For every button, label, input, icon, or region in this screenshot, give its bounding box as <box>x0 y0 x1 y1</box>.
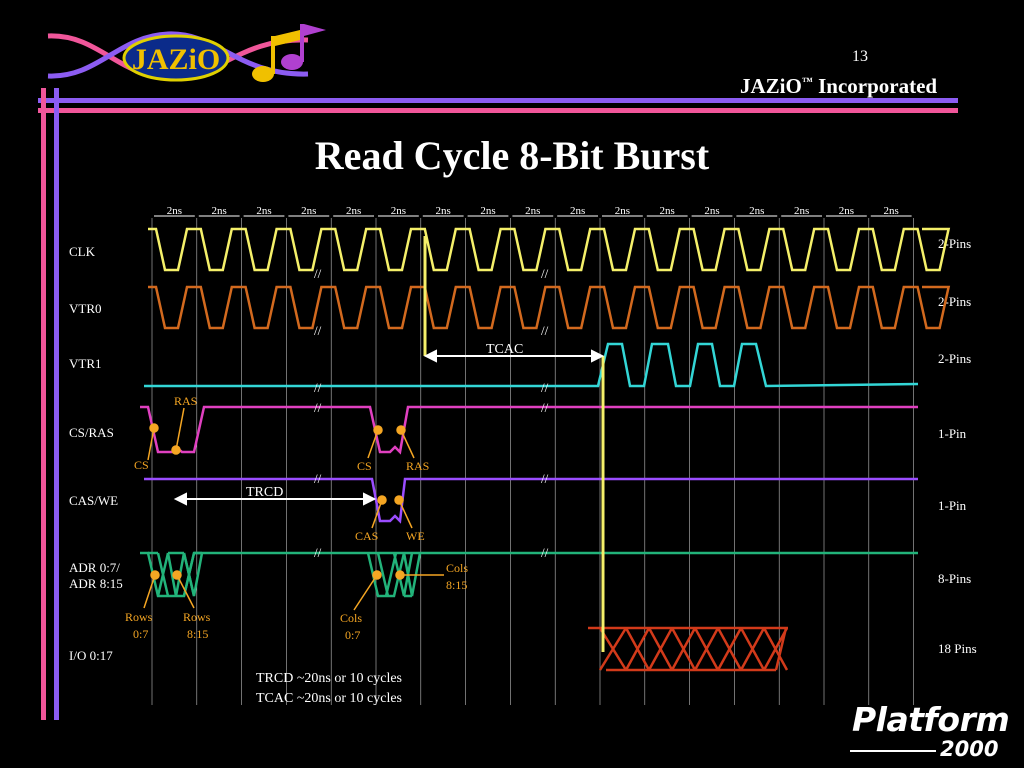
signal-label-adr: ADR 0:7/ <box>69 560 120 575</box>
svg-text://: // <box>541 471 549 486</box>
signal-label-vtr1: VTR1 <box>69 356 102 371</box>
cs-label-1: CS <box>134 458 149 472</box>
svg-text://: // <box>314 400 322 415</box>
cols07-label-a: Cols <box>340 611 362 625</box>
tcac-label: TCAC <box>486 342 523 357</box>
cycle-duration-label: 2ns <box>167 205 182 217</box>
caswe-waveform <box>144 477 918 524</box>
trcd-label: TRCD <box>246 485 283 500</box>
rows815-label-a: Rows <box>183 610 211 624</box>
platform-underline <box>850 750 936 752</box>
signal-label-csras: CS/RAS <box>69 425 114 440</box>
cycle-duration-label: 2ns <box>212 205 227 217</box>
pin-count-io: 18 Pins <box>938 641 977 656</box>
svg-text://: // <box>314 323 322 338</box>
tcac-note: TCAC ~20ns or 10 cycles <box>256 691 403 706</box>
vtr1-waveform <box>144 342 919 388</box>
trcd-arrow <box>173 492 377 506</box>
platform-year: 2000 <box>940 737 999 761</box>
signal-label-adr2: ADR 8:15 <box>69 576 123 591</box>
signal-label-vtr0: VTR0 <box>69 301 102 316</box>
svg-text://: // <box>541 545 549 560</box>
rows07-label-a: Rows <box>125 610 153 624</box>
cols07-label-b: 0:7 <box>345 628 360 642</box>
rows07-label-b: 0:7 <box>133 627 148 641</box>
cycle-duration-label: 2ns <box>391 205 406 217</box>
company-name: JAZiO™ Incorporated <box>740 74 937 99</box>
trademark-symbol: ™ <box>801 76 813 88</box>
csras-waveform <box>140 405 918 455</box>
cycle-duration-label: 2ns <box>839 205 854 217</box>
cycle-duration-label: 2ns <box>436 205 451 217</box>
pin-count-adr: 8-Pins <box>938 571 972 586</box>
cycle-duration-label: 2ns <box>749 205 764 217</box>
cycle-duration-label: 2ns <box>256 205 271 217</box>
adr-waveform <box>140 551 918 598</box>
cols815-label-a: Cols <box>446 561 468 575</box>
cas-label: CAS <box>355 529 378 543</box>
vtr0-waveform <box>148 285 951 330</box>
cycle-gridlines <box>151 218 914 705</box>
ras-label-2: RAS <box>406 459 429 473</box>
svg-text://: // <box>541 266 549 281</box>
pin-count-vtr1: 2-Pins <box>938 351 972 366</box>
cycle-duration-label: 2ns <box>346 205 361 217</box>
io-burst-path <box>588 626 789 672</box>
svg-text://: // <box>314 266 322 281</box>
svg-text://: // <box>314 545 322 560</box>
cycle-duration-label: 2ns <box>525 205 540 217</box>
jazio-logo: JAZiO <box>47 24 326 82</box>
break-marks: // // // // // // // // // // // // <box>314 266 549 560</box>
cycle-duration-label: 2ns <box>884 205 899 217</box>
cycle-duration-label: 2ns <box>704 205 719 217</box>
cycle-duration-label: 2ns <box>301 205 316 217</box>
annotation-pointers <box>143 407 444 611</box>
annotation-labels: RAS CS CS RAS CAS WE Rows 0:7 Rows 8:15 … <box>125 394 468 642</box>
company-suffix: Incorporated <box>812 74 938 98</box>
cycle-duration-label: 2ns <box>570 205 585 217</box>
cycle-markers: 2ns 2ns 2ns 2ns 2ns 2ns 2ns 2ns 2ns 2ns 2ns 2ns 2ns 2… <box>154 205 912 217</box>
music-notes-icon <box>252 24 326 82</box>
io-waveform <box>588 626 789 672</box>
rows815-label-b: 8:15 <box>187 627 208 641</box>
svg-text://: // <box>314 471 322 486</box>
cycle-duration-label: 2ns <box>794 205 809 217</box>
signal-label-io: I/O 0:17 <box>69 648 113 663</box>
svg-text://: // <box>541 400 549 415</box>
logo-text: JAZiO <box>132 43 220 76</box>
trcd-note: TRCD ~20ns or 10 cycles <box>256 671 403 686</box>
svg-text://: // <box>314 380 322 395</box>
signal-label-clk: CLK <box>69 244 95 259</box>
platform-logo-text: Platform <box>852 700 1010 739</box>
cycle-duration-label: 2ns <box>660 205 675 217</box>
pin-count-csras: 1-Pin <box>938 426 967 441</box>
tcac-arrow <box>423 349 605 363</box>
cycle-duration-label: 2ns <box>615 205 630 217</box>
cs-label-2: CS <box>357 459 372 473</box>
ras-label-1: RAS <box>174 394 197 408</box>
company-brand: JAZiO <box>740 74 802 98</box>
page-title: Read Cycle 8-Bit Burst <box>314 133 710 178</box>
cols815-label-b: 8:15 <box>446 578 467 592</box>
cycle-duration-label: 2ns <box>480 205 495 217</box>
clock-waveforms <box>144 227 951 388</box>
pin-count-caswe: 1-Pin <box>938 498 967 513</box>
signal-label-caswe: CAS/WE <box>69 493 119 508</box>
clk-waveform <box>148 227 951 272</box>
we-label: WE <box>406 529 425 543</box>
svg-text://: // <box>541 380 549 395</box>
page-number: 13 <box>852 48 868 65</box>
svg-text://: // <box>541 323 549 338</box>
